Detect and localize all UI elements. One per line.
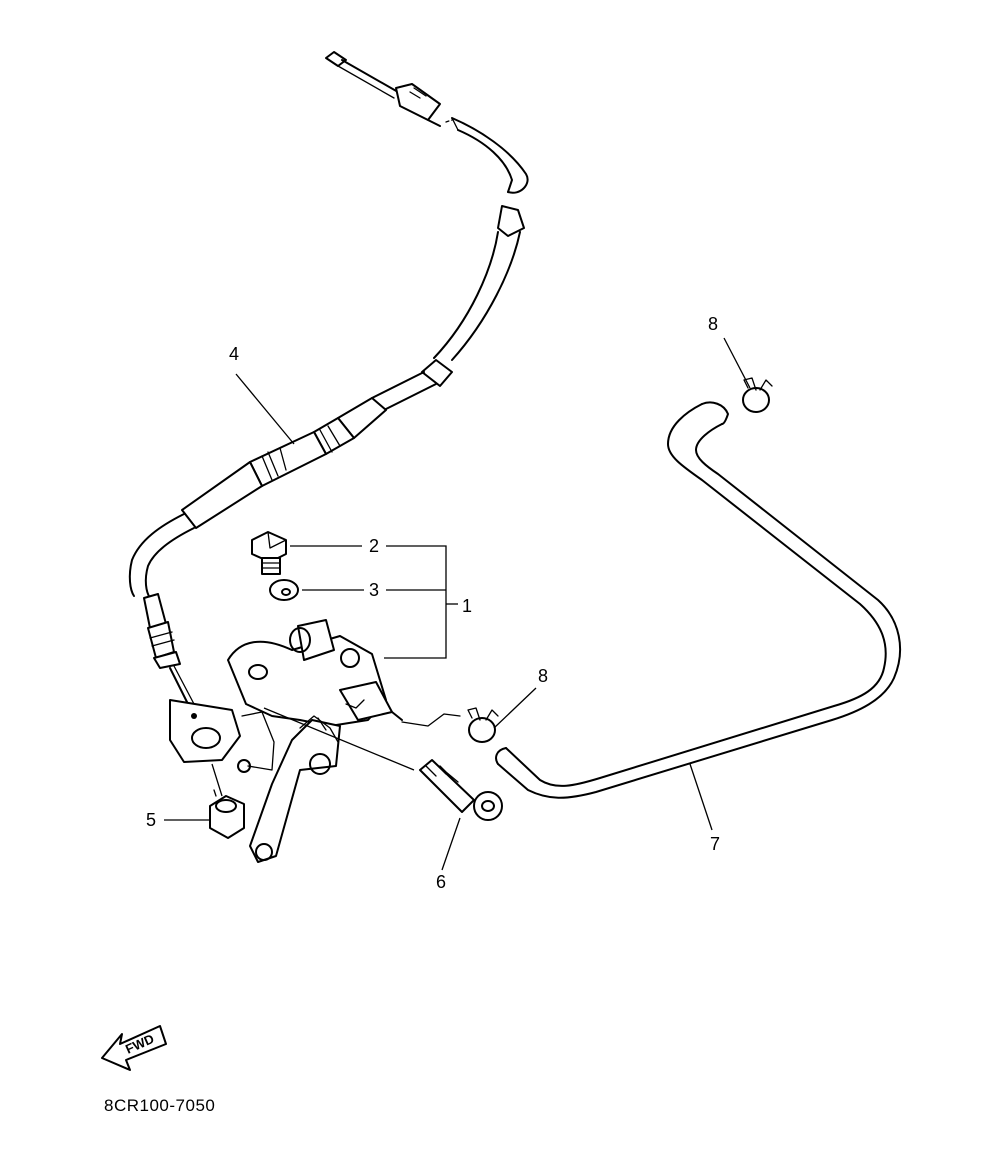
bolt-part-2 — [251, 531, 287, 575]
callout-4: 4 — [229, 344, 240, 364]
callout-7: 7 — [710, 834, 721, 854]
leader-lines — [164, 337, 751, 871]
clip-part-8-mid — [467, 707, 499, 743]
callout-1: 1 — [462, 596, 473, 616]
clip-part-8-top — [742, 377, 773, 413]
diagram-code: 8CR100-7050 — [104, 1096, 216, 1115]
oil-pump-assembly — [169, 619, 403, 863]
screw-part-6 — [419, 759, 503, 821]
callout-8-mid: 8 — [538, 666, 549, 686]
callout-2: 2 — [369, 536, 380, 556]
callout-6: 6 — [436, 872, 447, 892]
cable-assembly — [128, 51, 529, 709]
nut-part-5 — [209, 789, 245, 839]
callout-5: 5 — [146, 810, 157, 830]
washer-part-3 — [269, 579, 299, 601]
fwd-arrow-icon: FWD — [101, 1025, 167, 1071]
callout-3: 3 — [369, 580, 380, 600]
callout-8-top: 8 — [708, 314, 719, 334]
hose-part-7 — [495, 401, 901, 799]
